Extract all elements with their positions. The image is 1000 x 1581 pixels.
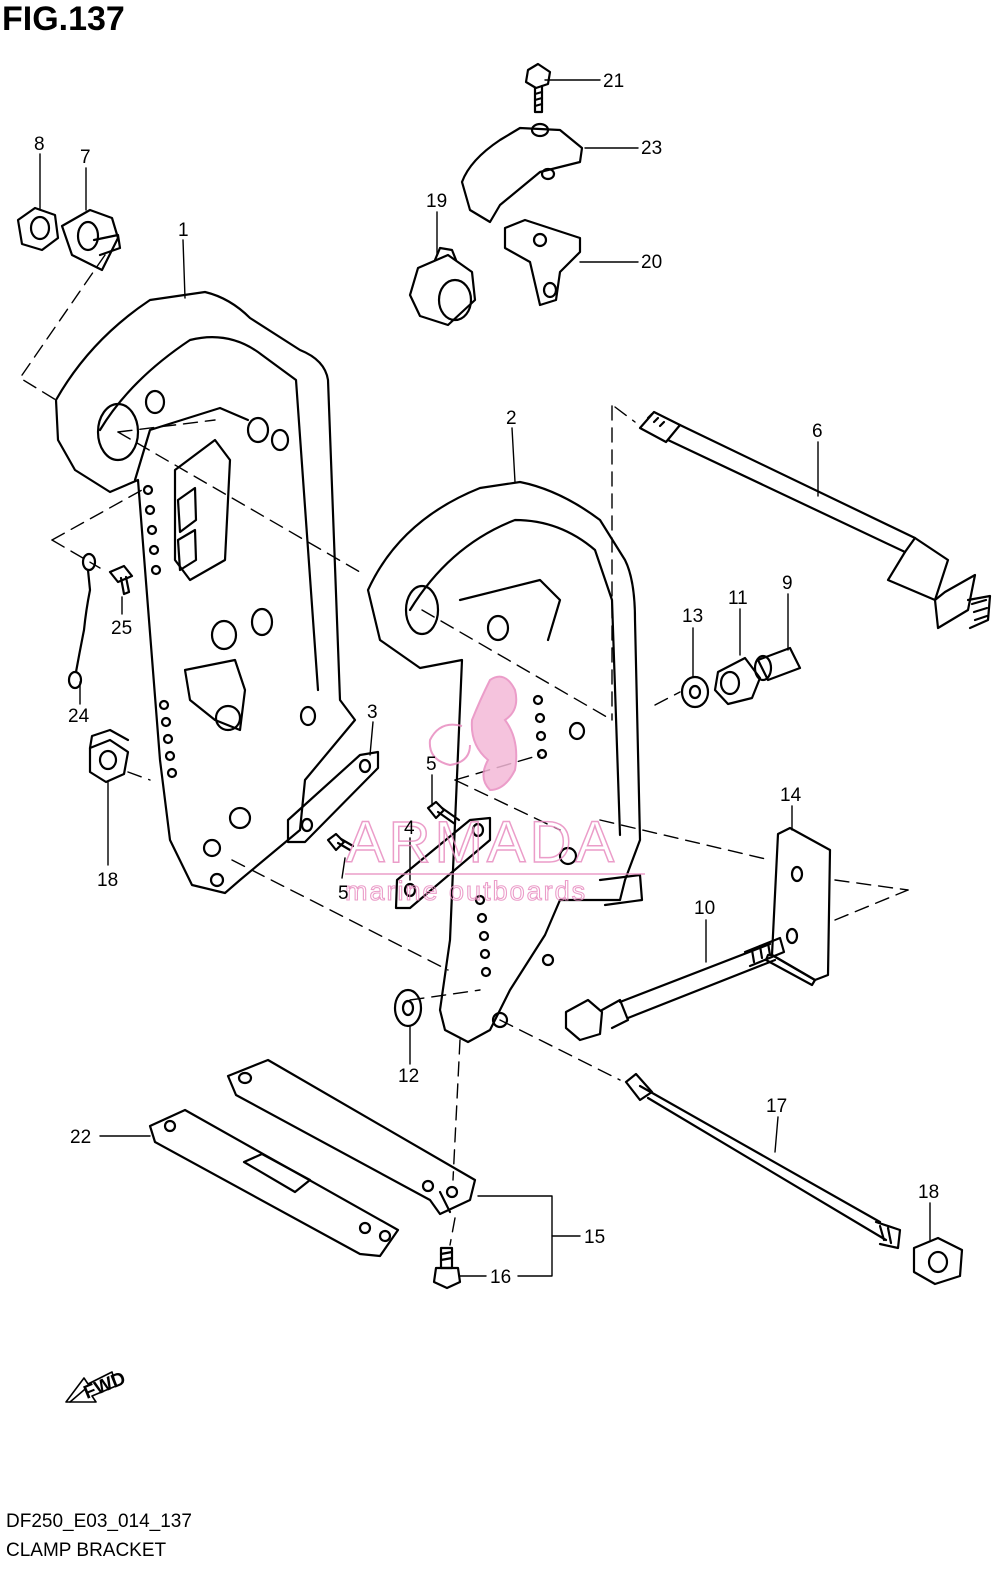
part-25-screw <box>108 564 134 596</box>
part-3-plate <box>286 750 380 844</box>
callout-labels: 8 7 1 19 21 23 20 2 6 9 11 13 25 24 3 5 … <box>34 71 939 1288</box>
part-7-bushing-plate <box>60 208 122 272</box>
part-8-nut <box>16 206 60 252</box>
part-6-tilt-shaft <box>638 410 992 630</box>
part-21-bolt <box>524 62 552 114</box>
watermark-tagline: marine outboards <box>345 876 587 906</box>
part-12-washer <box>393 988 423 1028</box>
diagram-code: DF250_E03_014_137 <box>6 1511 192 1532</box>
part-24-ground-wire <box>67 552 97 690</box>
callout-leader-lines <box>39 79 931 1277</box>
callout-5-lower: 5 <box>338 883 349 904</box>
part-15-pad-upper <box>226 1058 477 1216</box>
callout-5-upper: 5 <box>426 754 437 775</box>
part-17-pin <box>624 1072 902 1250</box>
callout-8: 8 <box>34 134 45 155</box>
part-16-bolt <box>432 1246 462 1290</box>
part-22-pad-lower <box>148 1108 400 1258</box>
part-18-nut-right <box>912 1236 964 1286</box>
figure-title: FIG.137 <box>2 0 125 38</box>
fwd-arrow-icon <box>65 1371 117 1403</box>
part-13-washer <box>680 675 710 709</box>
callout-22: 22 <box>70 1127 91 1148</box>
fwd-arrow-label: FWD <box>81 1368 129 1404</box>
watermark-brand: ARMADA <box>346 810 618 875</box>
assembly-dashed-lines <box>19 254 909 1246</box>
part-1-clamp-bracket-left <box>54 290 357 895</box>
part-4-plate <box>394 816 492 910</box>
callout-19: 19 <box>426 191 447 212</box>
callout-24: 24 <box>68 706 90 727</box>
part-11-collar <box>713 656 762 706</box>
callout-4: 4 <box>404 818 415 839</box>
part-2-clamp-bracket-right <box>366 480 644 1044</box>
callout-20: 20 <box>641 252 662 273</box>
callout-17: 17 <box>766 1096 787 1117</box>
part-9-bushing <box>753 646 802 682</box>
callout-1: 1 <box>178 220 189 241</box>
callout-12: 12 <box>398 1066 419 1087</box>
callout-9: 9 <box>782 573 793 594</box>
part-19-grommet <box>408 246 477 327</box>
part-10-bolt <box>564 936 786 1042</box>
part-18-nut-left <box>88 728 130 784</box>
part-5-bolt-upper <box>426 800 461 826</box>
part-5-bolt-lower <box>326 832 355 852</box>
part-14-plate <box>764 826 832 987</box>
part-20-bracket <box>503 218 582 307</box>
callout-18-left: 18 <box>97 870 118 891</box>
seahorse-logo-icon <box>428 675 518 792</box>
callout-15: 15 <box>584 1227 605 1248</box>
callout-25: 25 <box>111 618 132 639</box>
callout-23: 23 <box>641 138 662 159</box>
callout-2: 2 <box>506 408 517 429</box>
callout-10: 10 <box>694 898 715 919</box>
callout-18-right: 18 <box>918 1182 939 1203</box>
armada-watermark: ARMADA marine outboards <box>344 675 645 907</box>
callout-6: 6 <box>812 421 823 442</box>
callout-16: 16 <box>490 1267 511 1288</box>
callout-14: 14 <box>780 785 802 806</box>
callout-3: 3 <box>367 702 378 723</box>
callout-7: 7 <box>80 147 91 168</box>
callout-21: 21 <box>603 71 624 92</box>
callout-13: 13 <box>682 606 703 627</box>
part-23-cover <box>460 122 584 224</box>
callout-11: 11 <box>728 588 748 609</box>
diagram-name: CLAMP BRACKET <box>6 1540 167 1561</box>
